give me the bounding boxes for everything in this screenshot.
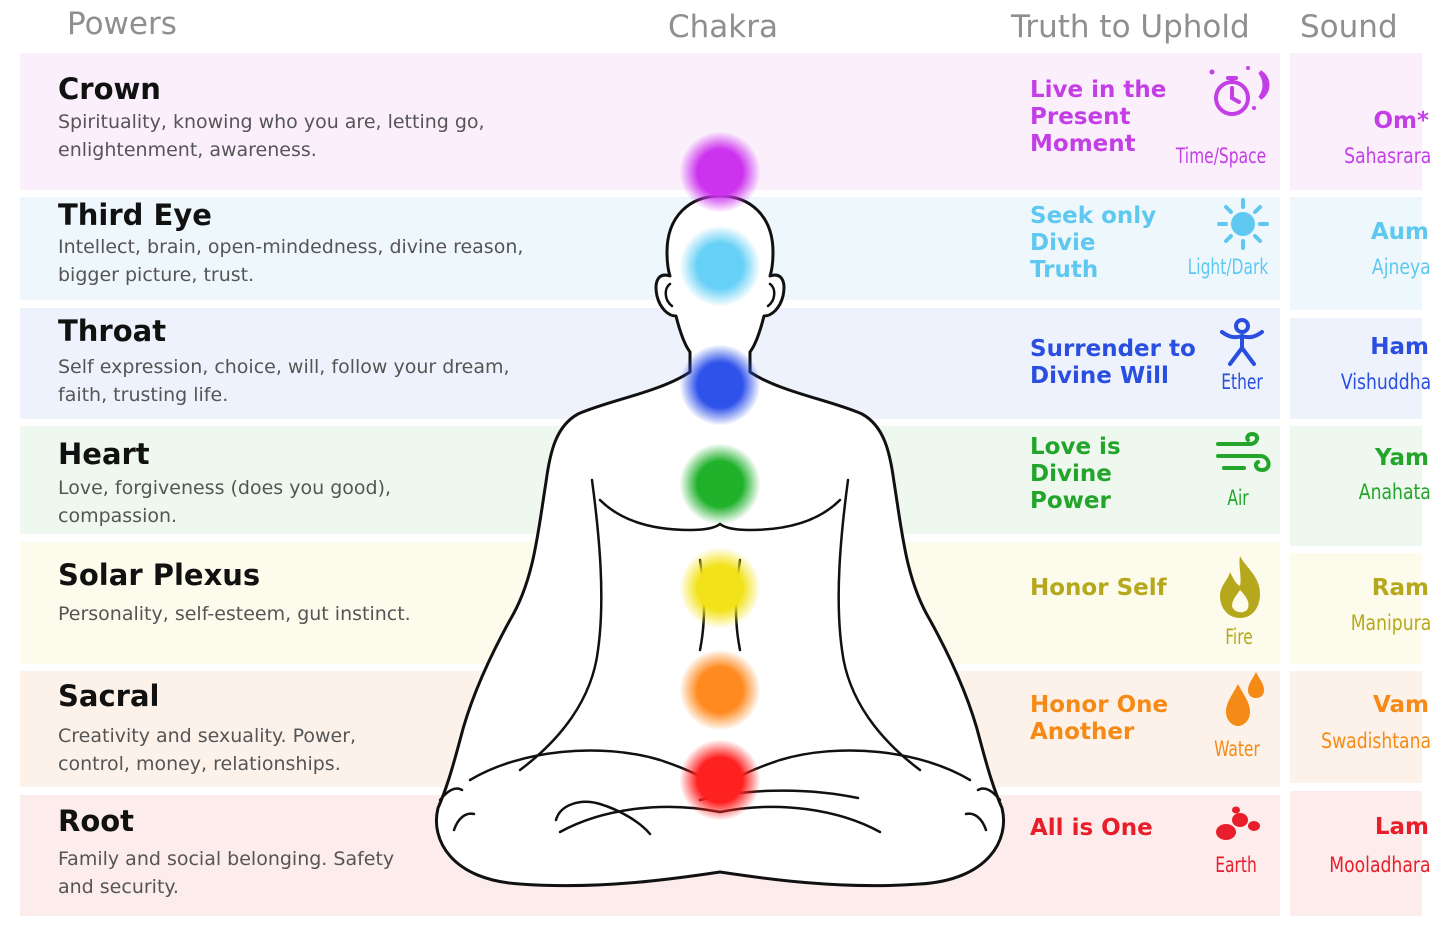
element-throat: Ether [1221, 370, 1263, 394]
sanskrit-crown: Sahasrara [1343, 144, 1431, 168]
chakra-dot-throat [680, 345, 760, 425]
sound-heart: Yam [1374, 445, 1429, 471]
truth-throat: Surrender to Divine Will [1030, 336, 1196, 389]
chakra-dot-heart [680, 444, 760, 524]
figure-icon [1220, 318, 1264, 366]
element-root: Earth [1215, 853, 1257, 877]
sanskrit-solar-plexus: Manipura [1350, 611, 1431, 635]
power-name-third-eye: Third Eye [58, 198, 212, 232]
sound-crown: Om* [1373, 108, 1429, 134]
sound-solar-plexus: Ram [1371, 575, 1429, 601]
sanskrit-throat: Vishuddha [1340, 370, 1431, 394]
power-desc-root: Family and social belonging. Safety and … [58, 848, 395, 898]
truth-crown: Live in the Present Moment [1030, 77, 1167, 157]
chakra-dot-crown [680, 132, 760, 212]
element-third-eye: Light/Dark [1187, 255, 1269, 279]
truth-third-eye: Seek only Divie Truth [1030, 203, 1157, 283]
truth-root: All is One [1030, 815, 1153, 841]
power-desc-solar-plexus: Personality, self-esteem, gut instinct. [58, 603, 411, 625]
sound-sacral: Vam [1372, 692, 1429, 718]
wind-icon [1216, 431, 1271, 473]
sanskrit-third-eye: Ajneya [1372, 255, 1431, 279]
sound-band-sacral [1290, 671, 1422, 783]
chakra-header: Chakra [668, 9, 778, 45]
power-desc-crown: Spirituality, knowing who you are, letti… [58, 111, 485, 161]
flame-icon [1220, 556, 1260, 618]
chakra-dot-root [680, 740, 760, 820]
power-name-throat: Throat [58, 314, 167, 348]
sound-band-throat [1290, 318, 1422, 419]
truth-solar-plexus: Honor Self [1030, 575, 1167, 601]
sanskrit-root: Mooladhara [1329, 853, 1431, 877]
element-solar-plexus: Fire [1225, 625, 1253, 649]
chakra-dot-solar-plexus [680, 548, 760, 628]
sound-header: Sound [1300, 9, 1398, 45]
rocks-icon [1216, 806, 1260, 840]
row-band-third-eye [20, 197, 1280, 300]
stopwatch-moon-icon [1209, 66, 1270, 116]
power-name-root: Root [58, 804, 135, 838]
power-name-sacral: Sacral [58, 679, 160, 713]
element-sacral: Water [1214, 737, 1260, 761]
sanskrit-sacral: Swadishtana [1321, 729, 1431, 753]
chakra-dot-third-eye [680, 226, 760, 306]
power-name-heart: Heart [58, 437, 150, 471]
powers-header: Powers [67, 6, 177, 42]
power-desc-throat: Self expression, choice, will, follow yo… [58, 356, 510, 406]
truth-heart: Love is Divine Power [1030, 434, 1121, 514]
sanskrit-heart: Anahata [1358, 480, 1431, 504]
power-name-solar-plexus: Solar Plexus [58, 558, 261, 592]
row-band-crown [20, 53, 1280, 190]
truth-header: Truth to Uphold [1011, 9, 1250, 45]
chakra-dot-sacral [680, 650, 760, 730]
power-desc-heart: Love, forgiveness (does you good), compa… [58, 477, 392, 527]
sound-band-crown [1290, 53, 1422, 190]
sound-band-root [1290, 791, 1422, 916]
sun-icon [1217, 198, 1269, 250]
truth-sacral: Honor One Another [1030, 692, 1169, 745]
sound-band-solar-plexus [1290, 553, 1422, 664]
power-desc-sacral: Creativity and sexuality. Power, control… [58, 725, 357, 775]
sound-throat: Ham [1370, 334, 1429, 360]
sound-band-heart [1290, 426, 1422, 546]
element-heart: Air [1227, 486, 1249, 510]
element-crown: Time/Space [1175, 144, 1267, 168]
power-desc-third-eye: Intellect, brain, open-mindedness, divin… [58, 236, 524, 286]
droplets-icon [1226, 672, 1264, 726]
sound-band-third-eye [1290, 197, 1422, 310]
sound-third-eye: Aum [1370, 219, 1429, 245]
power-name-crown: Crown [58, 72, 161, 106]
sound-root: Lam [1374, 814, 1429, 840]
